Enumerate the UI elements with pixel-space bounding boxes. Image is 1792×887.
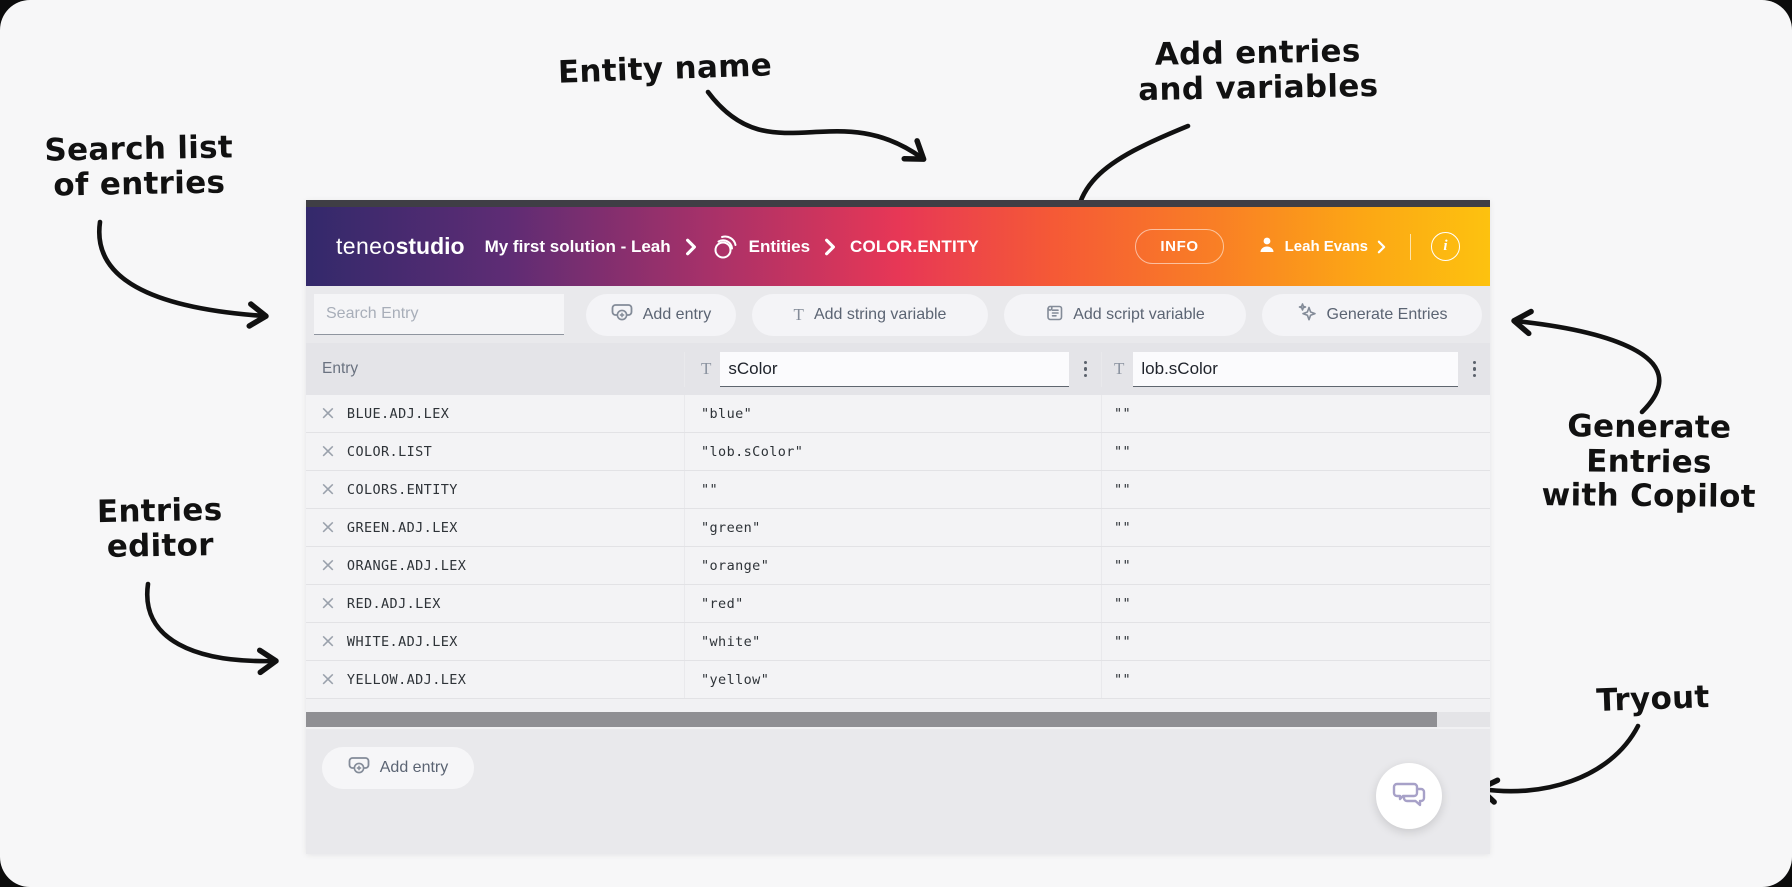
entry-name: YELLOW.ADJ.LEX [346, 671, 467, 688]
header-divider [1410, 233, 1411, 260]
remove-entry-icon[interactable]: × [320, 554, 336, 576]
string-type-icon: T [1114, 359, 1125, 378]
breadcrumb-entities[interactable]: Entities [748, 236, 811, 256]
generate-entries-button[interactable]: Generate Entries [1262, 293, 1482, 336]
table-row: × ORANGE.ADJ.LEX "orange" "" [306, 547, 1490, 585]
arrow-generate-entries [1511, 308, 1662, 415]
note-tryout: Tryout [1595, 679, 1711, 719]
breadcrumb-solution[interactable]: My first solution - Leah [484, 236, 671, 256]
string-type-icon: T [701, 359, 712, 378]
entry-column-header: Entry [322, 360, 359, 377]
arrow-entity-name [705, 89, 927, 162]
teneo-studio-logo: teneostudio [336, 233, 465, 259]
scolor-value-cell[interactable]: "" [684, 471, 1101, 508]
scolor-value-cell[interactable]: "orange" [684, 547, 1101, 584]
editor-footer: Add entry [306, 729, 1490, 854]
table-row: × COLOR.LIST "lob.sColor" "" [306, 433, 1490, 471]
variable-column-1: T [684, 351, 1101, 387]
entities-icon [711, 233, 741, 261]
user-menu[interactable]: Leah Evans [1258, 236, 1386, 258]
entry-name: ORANGE.ADJ.LEX [346, 557, 467, 574]
sparkles-icon [1297, 302, 1317, 327]
info-button[interactable]: INFO [1135, 229, 1224, 264]
scolor-value-cell[interactable]: "red" [684, 585, 1101, 622]
scolor-value-cell[interactable]: "green" [684, 509, 1101, 546]
column-menu-icon[interactable] [1467, 357, 1483, 382]
add-script-variable-button[interactable]: Add script variable [1004, 293, 1246, 336]
scolor-value-cell[interactable]: "lob.sColor" [684, 433, 1101, 470]
app-header: teneostudio My first solution - Leah Ent… [306, 207, 1490, 286]
window-top-edge [306, 200, 1490, 207]
entries-grid: × BLUE.ADJ.LEX "blue" "" × COLOR.LIST "lob… [306, 395, 1490, 699]
note-entries-editor: Entries editor [96, 491, 223, 565]
add-string-variable-button[interactable]: T Add string variable [752, 293, 988, 336]
scolor-value-cell[interactable]: "white" [684, 623, 1101, 660]
lob-scolor-value-cell[interactable]: "" [1101, 471, 1490, 508]
teneo-studio-window: teneostudio My first solution - Leah Ent… [306, 200, 1490, 854]
note-search-list: Search list of entries [44, 129, 234, 204]
add-entry-button[interactable]: Add entry [586, 293, 736, 336]
user-name: Leah Evans [1284, 238, 1368, 255]
entry-name: COLOR.LIST [346, 443, 433, 460]
table-row: × BLUE.ADJ.LEX "blue" "" [306, 395, 1490, 433]
scrollbar-thumb[interactable] [306, 712, 1437, 727]
lob-scolor-value-cell[interactable]: "" [1101, 623, 1490, 660]
tag-plus-icon [611, 303, 633, 327]
breadcrumb-entity-name: COLOR.ENTITY [850, 236, 979, 256]
chat-bubbles-icon [1392, 782, 1426, 807]
remove-entry-icon[interactable]: × [320, 478, 336, 500]
remove-entry-icon[interactable]: × [320, 516, 336, 538]
table-row: × GREEN.ADJ.LEX "green" "" [306, 509, 1490, 547]
entry-name: WHITE.ADJ.LEX [346, 633, 458, 650]
table-row: × YELLOW.ADJ.LEX "yellow" "" [306, 661, 1490, 699]
table-row: × COLORS.ENTITY "" "" [306, 471, 1490, 509]
chevron-right-icon [1377, 240, 1386, 253]
remove-entry-icon[interactable]: × [320, 592, 336, 614]
scolor-value-cell[interactable]: "yellow" [684, 661, 1101, 698]
table-row: × WHITE.ADJ.LEX "white" "" [306, 623, 1490, 661]
note-add-entries: Add entries and variables [1137, 33, 1379, 108]
arrow-tryout [1477, 723, 1641, 805]
arrow-search-list [96, 219, 269, 329]
horizontal-scrollbar [306, 699, 1490, 729]
add-entry-button-bottom[interactable]: Add entry [322, 747, 474, 789]
entry-name: BLUE.ADJ.LEX [346, 405, 450, 422]
user-icon [1258, 236, 1276, 258]
lob-scolor-value-cell[interactable]: "" [1101, 433, 1490, 470]
entries-grid-header: Entry T T [306, 343, 1490, 395]
lob-scolor-value-cell[interactable]: "" [1101, 547, 1490, 584]
lob-scolor-value-cell[interactable]: "" [1101, 395, 1490, 432]
script-scroll-icon [1045, 303, 1063, 327]
lob-scolor-value-cell[interactable]: "" [1101, 509, 1490, 546]
tryout-button[interactable] [1376, 763, 1442, 829]
entry-name: COLORS.ENTITY [346, 481, 458, 498]
help-info-icon[interactable]: i [1431, 232, 1460, 261]
tag-plus-icon [348, 756, 370, 780]
remove-entry-icon[interactable]: × [320, 402, 336, 424]
chevron-right-icon [685, 238, 697, 256]
search-entry-input[interactable] [314, 294, 564, 335]
arrow-entries-editor [144, 581, 279, 676]
entry-name: GREEN.ADJ.LEX [346, 519, 458, 536]
remove-entry-icon[interactable]: × [320, 668, 336, 690]
lob-scolor-value-cell[interactable]: "" [1101, 661, 1490, 698]
variable-column-2: T [1101, 351, 1490, 387]
entry-name: RED.ADJ.LEX [346, 595, 441, 612]
note-generate-entries: Generate Entries with Copilot [1541, 408, 1756, 516]
entity-toolbar: Add entry T Add string variable Add s [306, 286, 1490, 343]
note-entity-name: Entity name [557, 47, 773, 91]
remove-entry-icon[interactable]: × [320, 630, 336, 652]
chevron-right-icon [824, 238, 836, 256]
column-menu-icon[interactable] [1078, 357, 1094, 382]
string-type-icon: T [793, 304, 804, 324]
variable-name-input-2[interactable] [1133, 351, 1458, 387]
table-row: × RED.ADJ.LEX "red" "" [306, 585, 1490, 623]
remove-entry-icon[interactable]: × [320, 440, 336, 462]
variable-name-input-1[interactable] [720, 351, 1069, 387]
lob-scolor-value-cell[interactable]: "" [1101, 585, 1490, 622]
scolor-value-cell[interactable]: "blue" [684, 395, 1101, 432]
